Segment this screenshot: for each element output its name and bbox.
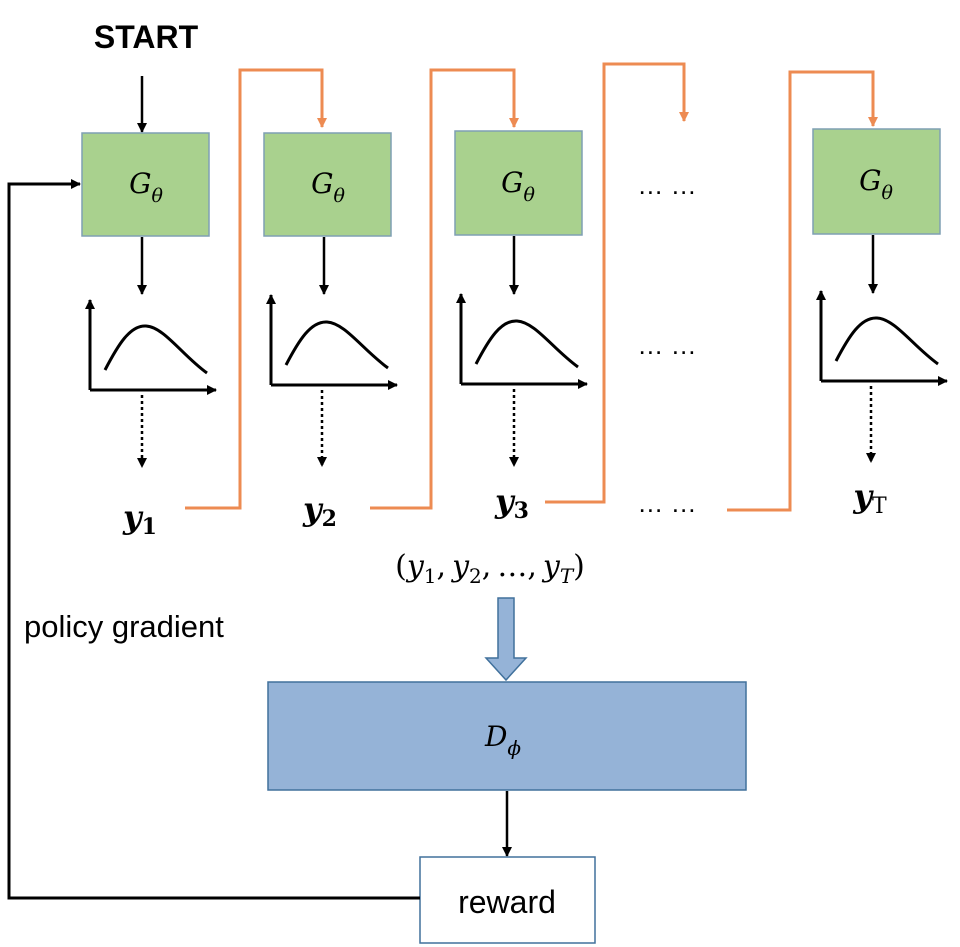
ellipsis-distributions: … … xyxy=(637,330,696,360)
generator-label: Gθ xyxy=(501,166,535,206)
generator-label: Gθ xyxy=(311,167,345,207)
sequence-label: (y1,y2,…,yT) xyxy=(395,549,585,588)
feed-y3-to-next xyxy=(545,62,689,504)
discriminator: Dϕ xyxy=(267,681,747,791)
distribution-plot-3 xyxy=(456,293,588,389)
generator-4: Gθ xyxy=(812,128,941,235)
distribution-curve xyxy=(474,319,579,369)
policy-gradient-label: policy gradient xyxy=(24,609,224,644)
distribution-curve xyxy=(834,316,939,366)
distribution-plot-2 xyxy=(266,294,398,390)
distribution-plot-1 xyxy=(85,299,217,395)
distribution-curve xyxy=(284,320,389,370)
ellipsis-outputs: … … xyxy=(637,488,696,518)
generator-2: Gθ xyxy=(263,132,392,237)
ellipsis-generators: … … xyxy=(637,170,696,200)
generator-box xyxy=(812,128,941,235)
generator-1: Gθ xyxy=(81,132,210,237)
generator-box xyxy=(454,130,583,236)
discriminator-box xyxy=(267,681,747,791)
output-y2: y2 xyxy=(302,490,337,532)
policy-gradient-loop xyxy=(7,179,420,900)
generator-box xyxy=(81,132,210,237)
discriminator-label: Dϕ xyxy=(484,720,521,760)
output-y1: y1 xyxy=(122,498,157,540)
generator-label: Gθ xyxy=(859,164,893,204)
feed-y2-to-g3 xyxy=(370,68,519,510)
distribution-curve xyxy=(103,324,208,375)
sequence-to-discriminator-arrow xyxy=(484,597,528,682)
generator-3: Gθ xyxy=(454,130,583,236)
start-label: START xyxy=(94,19,199,55)
feed-y1-to-g2 xyxy=(185,68,327,510)
reward: reward xyxy=(419,856,596,944)
feed-prev-to-gT xyxy=(727,70,878,512)
reward-label: reward xyxy=(458,884,556,920)
feed-connectors xyxy=(185,62,878,512)
generator-label: Gθ xyxy=(129,167,163,207)
output-y3: y3 xyxy=(494,482,529,524)
reward-box xyxy=(419,856,596,944)
generator-box xyxy=(263,132,392,237)
distribution-plot-4 xyxy=(816,290,948,386)
output-yT: yT xyxy=(852,477,887,519)
